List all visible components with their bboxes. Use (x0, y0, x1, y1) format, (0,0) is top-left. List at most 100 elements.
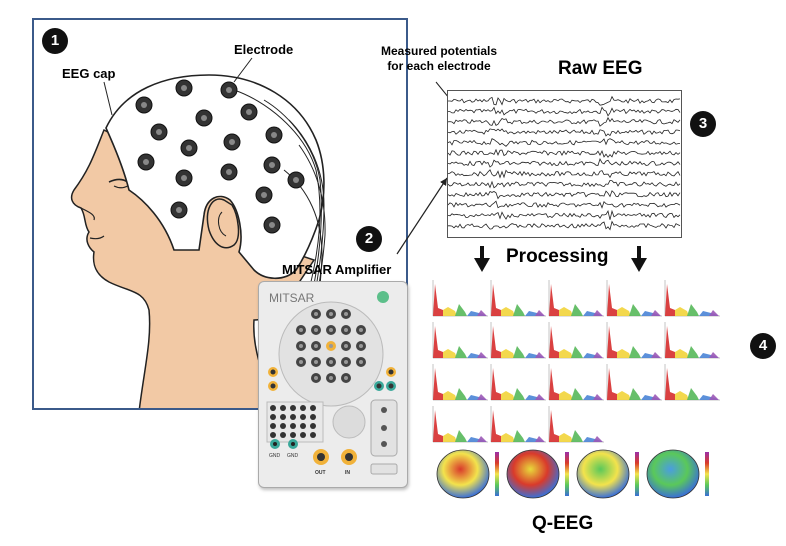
measured-line-1: Measured potentials (380, 44, 498, 58)
spectrum-band (709, 310, 719, 316)
spectrum-band (651, 310, 661, 316)
spectrum-band (559, 349, 573, 358)
qeeg-title: Q-EEG (532, 513, 594, 534)
spectrum-band (455, 346, 467, 358)
qeeg-output-panel (425, 274, 725, 510)
spectrum-band (651, 394, 661, 400)
gnd-label-2: GND (287, 453, 299, 459)
eeg-cap-illustration: 1 EEG cap Electrode (32, 18, 408, 410)
eeg-cap-label: EEG cap (62, 66, 116, 81)
spectrum-band (687, 388, 699, 400)
spectrum-band (607, 284, 617, 316)
spectrum-band (593, 310, 603, 316)
measured-line-2: for each electrode (387, 59, 491, 73)
color-scale-bar (635, 452, 639, 496)
head-drawing (70, 57, 326, 408)
spectrum-band (571, 304, 583, 316)
spectrum-band (477, 310, 487, 316)
spectrum-band (559, 433, 573, 442)
color-scale-bar (705, 452, 709, 496)
raw-eeg-traces (447, 90, 682, 238)
spectrum-band (477, 394, 487, 400)
spectrum-band (549, 410, 559, 442)
color-scale-bar (495, 452, 499, 496)
eeg-trace (447, 179, 681, 189)
spectrum-band (455, 304, 467, 316)
amplifier-label: MITSAR Amplifier (282, 262, 392, 277)
spectrum-band (593, 352, 603, 358)
processing-arrows (474, 246, 647, 272)
spectrum-band (571, 346, 583, 358)
spectrum-band (491, 410, 501, 442)
spectrum-band (571, 430, 583, 442)
qeeg-spectra-and-maps (432, 280, 720, 499)
spectrum-band (513, 304, 525, 316)
amplifier-to-raw-arrow (396, 177, 448, 255)
spectrum-band (549, 326, 559, 358)
spectrum-band (501, 307, 515, 316)
spectrum-band (491, 284, 501, 316)
spectrum-band (455, 430, 467, 442)
measured-leader-line (435, 81, 450, 99)
electrode-label: Electrode (234, 42, 294, 57)
spectrum-band (687, 304, 699, 316)
step-badge-4: 4 (750, 333, 776, 359)
spectrum-band (535, 352, 545, 358)
spectrum-band (513, 346, 525, 358)
spectrum-band (629, 346, 641, 358)
spectrum-band (617, 349, 631, 358)
spectrum-band (665, 326, 675, 358)
spectrum-band (675, 349, 689, 358)
amplifier-face: MITSAR GND GND OUT IN (266, 291, 398, 476)
spectrum-band (443, 307, 457, 316)
spectrum-band (433, 410, 443, 442)
spectrum-band (665, 284, 675, 316)
eeg-trace (447, 200, 681, 209)
eeg-trace (447, 128, 681, 137)
eeg-trace (447, 157, 681, 168)
eeg-trace (447, 169, 681, 179)
spectrum-band (513, 430, 525, 442)
spectrum-band (549, 368, 559, 400)
eeg-trace (447, 106, 681, 117)
spectrum-band (501, 391, 515, 400)
spectrum-band (535, 310, 545, 316)
spectrum-band (607, 326, 617, 358)
raw-eeg-title: Raw EEG (558, 58, 643, 79)
step-badge-2: 2 (356, 226, 382, 252)
spectrum-band (607, 368, 617, 400)
port-out-label: OUT (315, 470, 326, 476)
eeg-trace (448, 220, 681, 231)
spectrum-band (491, 326, 501, 358)
spectrum-band (675, 307, 689, 316)
eeg-trace (447, 138, 681, 147)
eeg-trace (448, 95, 681, 106)
spectrum-band (687, 346, 699, 358)
spectrum-band (629, 304, 641, 316)
spectrum-band (709, 394, 719, 400)
topographic-map (436, 449, 490, 499)
spectrum-band (535, 436, 545, 442)
spectrum-band (455, 388, 467, 400)
spectrum-band (593, 436, 603, 442)
spectrum-band (433, 368, 443, 400)
spectrum-band (433, 284, 443, 316)
spectrum-band (617, 391, 631, 400)
eeg-trace-plot (447, 95, 681, 231)
port-in-label: IN (345, 470, 350, 476)
color-scale-bar (565, 452, 569, 496)
eeg-trace (447, 116, 681, 127)
spectrum-band (443, 349, 457, 358)
spectrum-band (651, 352, 661, 358)
step-badge-1: 1 (42, 28, 68, 54)
topographic-map (646, 449, 700, 499)
mitsar-amplifier-device: MITSAR GND GND OUT IN (258, 281, 408, 488)
spectrum-band (675, 391, 689, 400)
spectrum-band (559, 391, 573, 400)
spectrum-band (501, 349, 515, 358)
gnd-label-1: GND (269, 453, 281, 459)
spectrum-band (477, 436, 487, 442)
eeg-trace (447, 148, 681, 158)
processing-title: Processing (506, 246, 609, 267)
spectrum-band (513, 388, 525, 400)
